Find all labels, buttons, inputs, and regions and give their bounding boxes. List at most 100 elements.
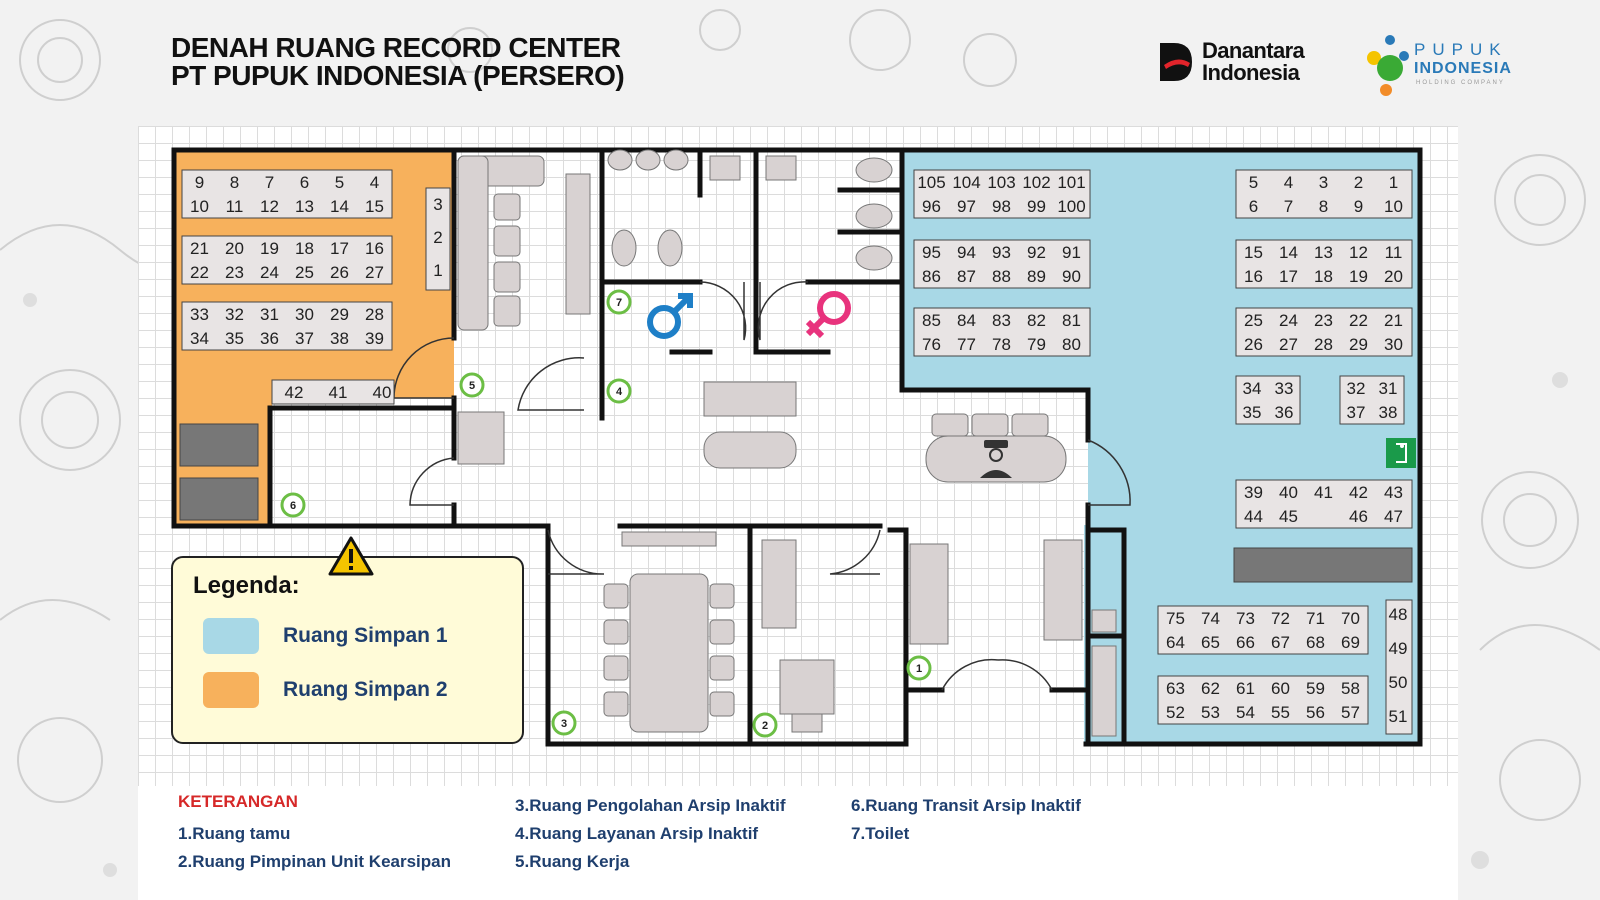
rack-number: 74 — [1201, 609, 1220, 628]
legend-label-simpan-2: Ruang Simpan 2 — [283, 678, 448, 701]
simpan1-racks — [913, 169, 1413, 735]
keterangan-col-3: 6.Ruang Transit Arsip Inaktif 7.Toilet — [851, 792, 1081, 848]
rack-number: 15 — [1244, 243, 1263, 262]
rack-number: 32 — [225, 305, 244, 324]
legend-box: Legenda: Ruang Simpan 1 Ruang Simpan 2 — [171, 556, 524, 744]
rack-number: 61 — [1236, 679, 1255, 698]
keterangan-item-6: 6.Ruang Transit Arsip Inaktif — [851, 796, 1081, 815]
rack-number: 44 — [1244, 507, 1263, 526]
room-marker-3-label: 3 — [561, 718, 567, 730]
rack-number: 63 — [1166, 679, 1185, 698]
rack-number: 28 — [1314, 335, 1333, 354]
rack-number: 79 — [1027, 335, 1046, 354]
keterangan-item-5: 5.Ruang Kerja — [515, 852, 630, 871]
rack-number: 1 — [1388, 173, 1399, 192]
rack-number: 82 — [1027, 311, 1046, 330]
keterangan-col-1: 1.Ruang tamu 2.Ruang Pimpinan Unit Kears… — [178, 820, 451, 876]
rack-number: 25 — [295, 263, 314, 282]
rack-number: 38 — [1378, 403, 1398, 422]
rack-number: 14 — [1279, 243, 1298, 262]
rack-number: 41 — [328, 383, 348, 402]
rack-number: 85 — [922, 311, 941, 330]
rack-number: 38 — [330, 329, 349, 348]
page-title: DENAH RUANG RECORD CENTER PT PUPUK INDON… — [171, 32, 625, 90]
rack-number: 77 — [957, 335, 976, 354]
rack-number: 21 — [190, 239, 209, 258]
keterangan-item-7: 7.Toilet — [851, 824, 910, 843]
rack-number: 97 — [957, 197, 976, 216]
rack-number: 69 — [1341, 633, 1360, 652]
room-marker-4-label: 4 — [616, 386, 623, 398]
rack-number: 98 — [992, 197, 1011, 216]
rack-number: 100 — [1057, 197, 1086, 216]
rack-number: 5 — [1248, 173, 1259, 192]
rack-number: 84 — [957, 311, 976, 330]
rack-number: 17 — [330, 239, 349, 258]
rack-number: 19 — [1349, 267, 1368, 286]
room-marker-3 — [551, 710, 577, 736]
rack-number: 33 — [190, 305, 209, 324]
danantara-text-2: Indonesia — [1202, 60, 1300, 85]
rack-number: 15 — [365, 197, 384, 216]
room-marker-6-label: 6 — [290, 500, 296, 512]
rack-number: 4 — [369, 173, 380, 192]
rack-number: 51 — [1388, 707, 1408, 726]
rack-number: 91 — [1062, 243, 1081, 262]
rack-number: 68 — [1306, 633, 1325, 652]
rack-number: 39 — [365, 329, 384, 348]
pupuk-text-2: INDONESIA — [1414, 60, 1512, 77]
rack-number: 48 — [1388, 605, 1408, 624]
rack-number: 3 — [1318, 173, 1329, 192]
rack-number: 59 — [1306, 679, 1325, 698]
rack-number: 24 — [1279, 311, 1298, 330]
rack-number: 40 — [372, 383, 392, 402]
rack-number: 16 — [365, 239, 384, 258]
rack-number: 36 — [260, 329, 279, 348]
rack-number: 76 — [922, 335, 941, 354]
pupuk-text-1: PUPUK — [1414, 40, 1508, 59]
legend-label-simpan-1: Ruang Simpan 1 — [283, 624, 448, 647]
rack-number: 20 — [225, 239, 244, 258]
rack-number: 96 — [922, 197, 941, 216]
female-symbol-icon — [805, 291, 851, 339]
rack-number: 37 — [1346, 403, 1366, 422]
rack-number: 71 — [1306, 609, 1325, 628]
rack-number: 42 — [1349, 483, 1368, 502]
rack-number: 75 — [1166, 609, 1185, 628]
male-symbol-icon — [647, 293, 693, 339]
rack-number: 35 — [225, 329, 244, 348]
rack-number: 22 — [190, 263, 209, 282]
rack-number: 23 — [225, 263, 244, 282]
room-marker-7-label: 7 — [616, 297, 622, 309]
title-line-1: DENAH RUANG RECORD CENTER — [171, 32, 621, 63]
rack-number: 24 — [260, 263, 279, 282]
rack-number: 47 — [1384, 507, 1403, 526]
rack-number: 104 — [952, 173, 981, 192]
rack-number: 41 — [1314, 483, 1333, 502]
room-marker-7 — [606, 289, 632, 315]
simpan2-racks — [179, 169, 451, 521]
danantara-text-1: Danantara — [1202, 38, 1305, 63]
rack-number: 9 — [194, 173, 205, 192]
keterangan-item-2: 2.Ruang Pimpinan Unit Kearsipan — [178, 852, 451, 871]
rack-number: 7 — [264, 173, 275, 192]
rack-number: 13 — [1314, 243, 1333, 262]
rack-number: 93 — [992, 243, 1011, 262]
rack-number: 43 — [1384, 483, 1403, 502]
rack-number: 26 — [1244, 335, 1263, 354]
rack-number: 29 — [1349, 335, 1368, 354]
rack-number: 18 — [1314, 267, 1333, 286]
legend-swatch-simpan-2 — [203, 672, 259, 708]
pupuk-indonesia-logo: PUPUK INDONESIA HOLDING COMPANY — [1360, 28, 1511, 103]
rack-number: 2 — [1353, 173, 1364, 192]
rack-number: 45 — [1279, 507, 1298, 526]
danantara-logo: Danantara Indonesia — [1158, 38, 1305, 85]
rack-number: 73 — [1236, 609, 1255, 628]
rack-number: 18 — [295, 239, 314, 258]
rack-number: 42 — [284, 383, 304, 402]
rack-number: 5 — [334, 173, 345, 192]
rack-number: 12 — [260, 197, 279, 216]
rack-number: 60 — [1271, 679, 1290, 698]
